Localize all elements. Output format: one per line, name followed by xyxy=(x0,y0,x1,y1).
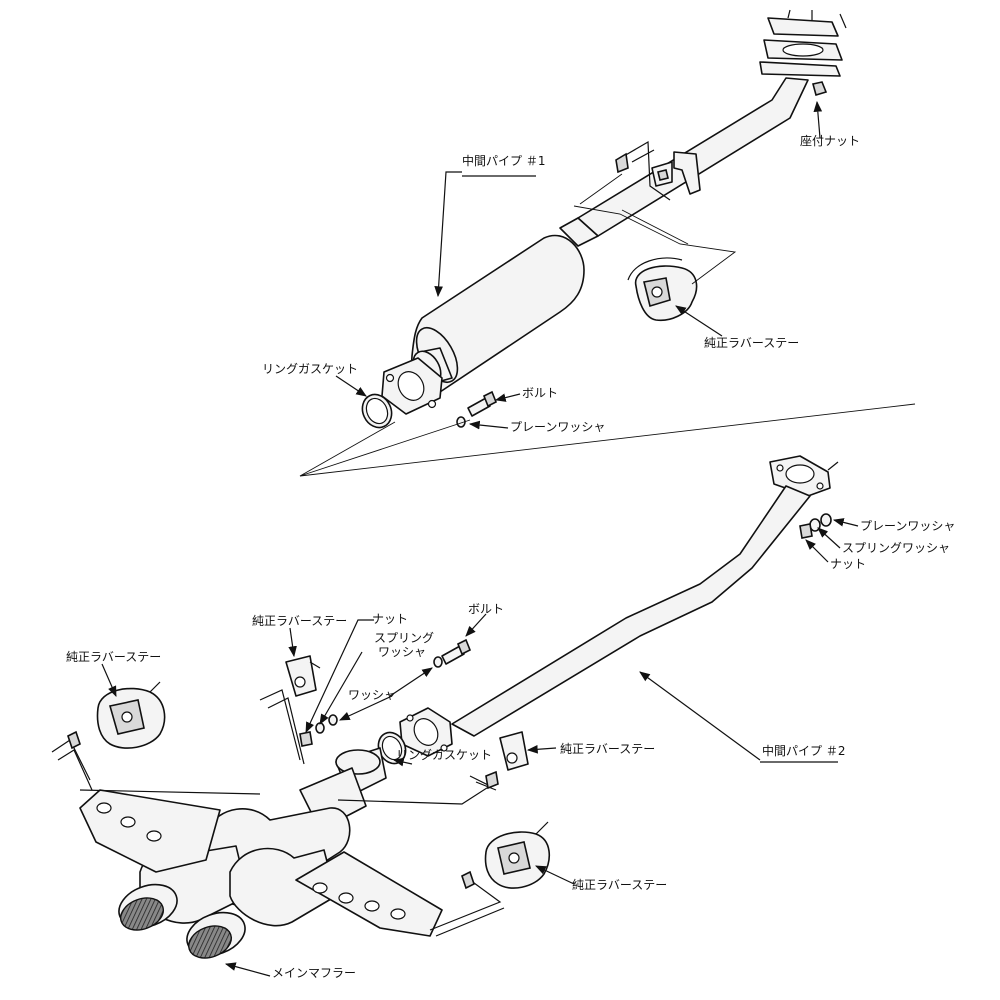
tailpipe-left xyxy=(118,883,178,931)
mid-pipe-2-rear-flange xyxy=(399,707,453,757)
label-nut-mid: ナット xyxy=(372,612,409,626)
label-bolt-top: ボルト xyxy=(522,386,559,400)
mid-pipe-1 xyxy=(559,77,809,247)
rubber-stay-mid xyxy=(285,655,321,697)
rubber-stay-bottom xyxy=(484,821,551,889)
label-nut-top: 座付ナット xyxy=(800,134,861,148)
muffler-hangers xyxy=(51,689,505,937)
label-spring-washer-mid-1: スプリング xyxy=(374,631,435,645)
ring-gasket-top xyxy=(361,393,393,429)
heat-shield-left xyxy=(79,789,221,873)
label-nut-right: ナット xyxy=(830,557,867,571)
heat-shield-right xyxy=(295,851,443,937)
label-mid-pipe-2: 中間パイプ ＃2 xyxy=(762,744,846,758)
label-rubber-stay-mid: 純正ラバーステー xyxy=(252,614,348,628)
rubber-stay-left xyxy=(96,681,166,749)
label-bolt-mid: ボルト xyxy=(468,602,505,616)
label-washer-mid: ワッシャ xyxy=(348,688,397,702)
label-rubber-stay-left: 純正ラバーステー xyxy=(66,650,162,664)
label-main-muffler: メインマフラー xyxy=(272,966,357,980)
label-plain-washer-top: プレーンワッシャ xyxy=(510,420,606,434)
front-muffler-flange xyxy=(381,357,443,415)
front-nut xyxy=(812,81,828,97)
front-flange xyxy=(759,9,847,77)
label-spring-washer-right: スプリングワッシャ xyxy=(842,541,951,555)
label-mid-pipe-1: 中間パイプ ＃1 xyxy=(462,154,546,168)
label-rubber-stay-right: 純正ラバーステー xyxy=(560,742,656,756)
tailpipe-right xyxy=(186,911,246,959)
bolt-top xyxy=(456,390,498,428)
label-ring-gasket-mid: リングガスケット xyxy=(396,748,493,762)
label-plain-washer-right: プレーンワッシャ xyxy=(860,519,956,533)
mid-pipe-2 xyxy=(451,485,811,737)
bolt-mid xyxy=(433,638,472,668)
label-spring-washer-mid-2: ワッシャ xyxy=(378,645,427,659)
washers-right xyxy=(799,513,832,539)
hardware-mid xyxy=(299,714,338,747)
rubber-stay-top xyxy=(627,257,698,322)
rubber-stay-right xyxy=(499,731,529,771)
label-ring-gasket-top: リングガスケット xyxy=(262,362,359,376)
label-rubber-stay-bottom: 純正ラバーステー xyxy=(572,878,668,892)
label-rubber-stay-top: 純正ラバーステー xyxy=(704,336,800,350)
mid-pipe-2-flange xyxy=(769,455,839,497)
